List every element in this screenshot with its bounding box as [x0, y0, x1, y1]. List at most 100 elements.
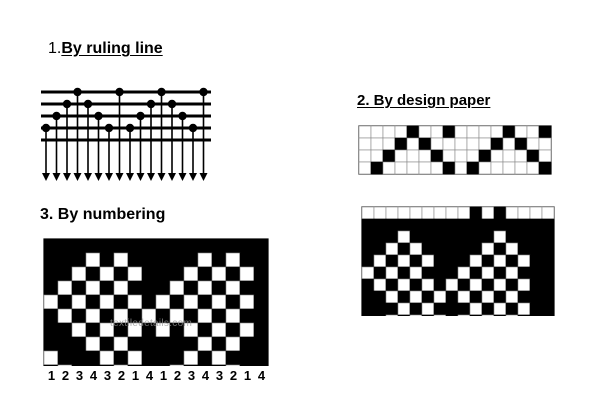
large-draft-cell: [457, 266, 471, 280]
large-draft-cell: [361, 242, 375, 256]
large-draft-cell: [529, 278, 543, 292]
large-draft-cell: [397, 266, 411, 280]
numbering-draft-cell: [225, 266, 241, 282]
ruling-dot: [125, 123, 135, 133]
small-draft-cell: [394, 149, 408, 163]
design-paper-small-grid: [358, 125, 552, 175]
numbering-draft-cell: [43, 294, 59, 310]
large-draft-cell: [409, 242, 423, 256]
numbering-draft-cell: [71, 336, 87, 352]
numbering-draft-cell: [57, 280, 73, 296]
numbering-draft-cell: [197, 308, 213, 324]
numbering-draft-cell: [113, 294, 129, 310]
small-draft-cell: [478, 161, 492, 175]
numbering-draft-cell: [85, 238, 101, 254]
numbering-draft-cell: [169, 350, 185, 366]
numbering-draft-cell: [43, 350, 59, 366]
numbering-draft-cell: [85, 364, 101, 366]
numbering-draft-cell: [197, 252, 213, 268]
large-draft-cell: [529, 206, 543, 220]
large-draft-cell: [493, 254, 507, 268]
large-draft-cell: [373, 230, 387, 244]
large-draft-cell: [433, 242, 447, 256]
large-draft-cell: [469, 218, 483, 232]
large-draft-cell: [481, 230, 495, 244]
numbering-draft-cell: [155, 294, 171, 310]
small-draft-cell: [514, 125, 528, 139]
small-draft-cell: [406, 125, 420, 139]
small-draft-cell: [394, 125, 408, 139]
numbering-draft-cell: [211, 252, 227, 268]
small-draft-cell: [538, 161, 552, 175]
large-draft-cell: [421, 242, 435, 256]
large-draft-cell: [493, 278, 507, 292]
numbering-draft-cell: [239, 280, 255, 296]
small-draft-cell: [526, 137, 540, 151]
numbering-label: 1: [131, 368, 140, 383]
heading-ruling-text: By ruling line: [61, 40, 163, 57]
large-draft-cell: [457, 218, 471, 232]
numbering-draft-cell: [183, 294, 199, 310]
numbering-draft-cell: [183, 266, 199, 282]
small-draft-cell: [454, 149, 468, 163]
large-draft-cell: [385, 290, 399, 304]
ruling-dot: [136, 111, 145, 121]
small-draft-cell: [490, 137, 504, 151]
large-draft-cell: [373, 290, 387, 304]
numbering-draft-cell: [99, 266, 115, 282]
large-draft-cell: [361, 266, 375, 280]
numbering-draft-cell: [183, 336, 199, 352]
large-draft-cell: [505, 230, 519, 244]
ruling-arrowhead: [115, 173, 124, 181]
large-draft-cell: [529, 218, 543, 232]
large-draft-cell: [385, 218, 399, 232]
small-draft-cell: [502, 125, 516, 139]
large-draft-cell: [385, 302, 399, 316]
numbering-draft-cell: [57, 336, 73, 352]
numbering-draft-cell: [127, 336, 143, 352]
large-draft-cell: [493, 290, 507, 304]
numbering-draft-cell: [211, 364, 227, 366]
numbering-draft-cell: [239, 238, 255, 254]
large-draft-cell: [421, 218, 435, 232]
large-draft-cell: [445, 302, 459, 316]
small-draft-cell: [442, 125, 456, 139]
ruling-arrowhead: [157, 173, 166, 181]
large-draft-cell: [541, 314, 555, 316]
numbering-draft-cell: [253, 266, 269, 282]
numbering-draft-cell: [169, 294, 185, 310]
large-draft-cell: [469, 242, 483, 256]
ruling-dot: [73, 87, 82, 97]
numbering-draft-cell: [211, 280, 227, 296]
large-draft-cell: [409, 230, 423, 244]
large-draft-cell: [481, 218, 495, 232]
large-draft-cell: [517, 302, 531, 316]
ruling-arrowhead: [73, 173, 82, 181]
large-draft-cell: [373, 254, 387, 268]
large-draft-cell: [505, 254, 519, 268]
large-draft-cell: [385, 206, 399, 220]
numbering-draft-cell: [197, 238, 213, 254]
numbering-draft-cell: [71, 252, 87, 268]
numbering-draft-cell: [113, 336, 129, 352]
ruling-arrowhead: [189, 173, 197, 181]
small-draft-cell: [430, 149, 444, 163]
numbering-draft-cell: [183, 252, 199, 268]
large-draft-cell: [541, 206, 555, 220]
large-draft-cell: [361, 254, 375, 268]
numbering-draft-cell: [197, 322, 213, 338]
numbering-draft-cell: [239, 294, 255, 310]
ruling-dot: [115, 87, 124, 97]
large-draft-cell: [469, 314, 483, 316]
numbering-draft-cell: [99, 280, 115, 296]
numbering-draft-cell: [99, 350, 115, 366]
small-draft-cell: [538, 149, 552, 163]
small-draft-cell: [514, 137, 528, 151]
small-draft-cell: [526, 149, 540, 163]
heading-ruling-line: 1.By ruling line: [48, 40, 163, 58]
large-draft-cell: [433, 206, 447, 220]
large-draft-cell: [421, 206, 435, 220]
large-draft-cell: [445, 314, 459, 316]
small-draft-cell: [358, 149, 372, 163]
large-draft-cell: [469, 278, 483, 292]
